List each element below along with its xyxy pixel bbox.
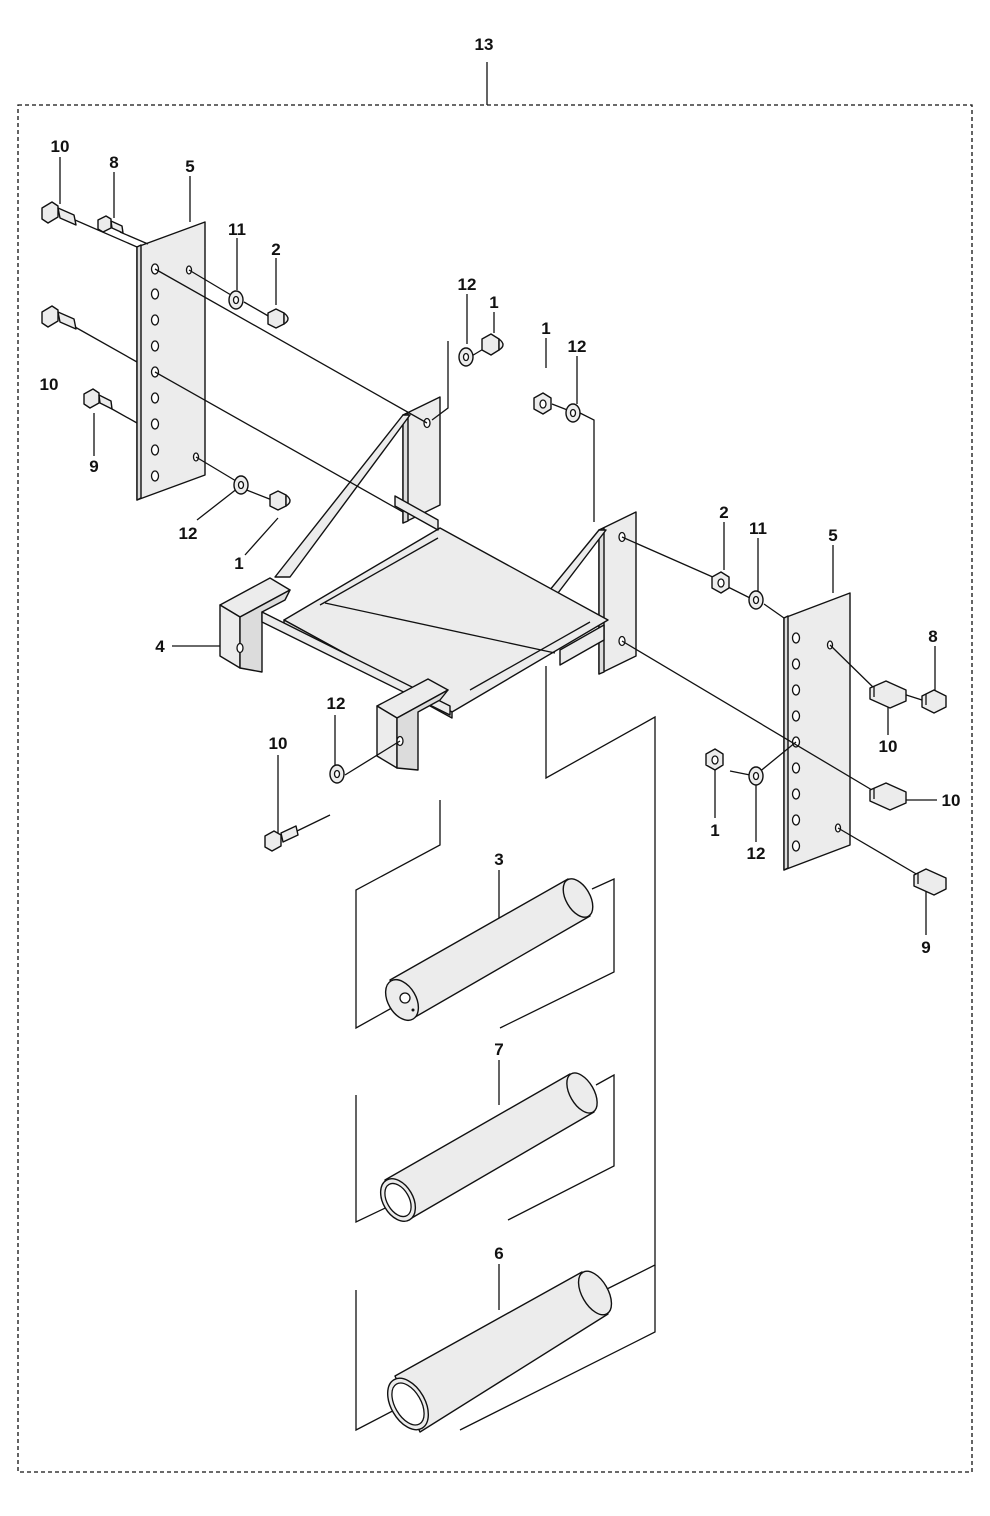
label-11-right: 11	[749, 519, 767, 538]
part-10-bolt-right-lower	[869, 782, 907, 811]
part-5-right-side-plate	[783, 592, 851, 871]
part-4-frame	[219, 396, 637, 771]
part-9-bolt-left	[83, 388, 113, 410]
part-11-washer-right	[748, 590, 764, 610]
callout-labels: 13 10 8 5 11 2 10 9 12 1 12 1 1 12 4 2 1…	[40, 35, 961, 1263]
label-13: 13	[475, 35, 494, 54]
part-2-nut-right	[711, 571, 730, 594]
label-1-left-lower: 1	[234, 554, 243, 573]
part-10-bolt-right-upper	[869, 680, 907, 709]
part-10-bolt-left-middle	[41, 305, 77, 330]
label-10-front: 10	[269, 734, 288, 753]
leader-lines	[74, 219, 923, 1432]
label-9-left: 9	[89, 457, 98, 476]
label-12-right-lower: 12	[747, 844, 766, 863]
part-12-washer-top-center	[458, 347, 474, 367]
part-1-nut-right-lower	[705, 748, 724, 771]
label-1-top-center: 1	[489, 293, 498, 312]
label-1-right-lower: 1	[710, 821, 719, 840]
part-1-nut-top-right	[533, 392, 552, 415]
label-10-right-lower: 10	[942, 791, 961, 810]
label-1-top-right: 1	[541, 319, 550, 338]
part-12-washer-front	[329, 764, 345, 784]
label-10-top-left: 10	[51, 137, 70, 156]
label-7: 7	[494, 1040, 503, 1059]
part-12-washer-left-lower	[233, 475, 249, 495]
label-5-left: 5	[185, 157, 194, 176]
part-8-bolt-top-left	[97, 215, 124, 234]
label-5-right: 5	[828, 526, 837, 545]
label-10-right-upper: 10	[879, 737, 898, 756]
label-2-right: 2	[719, 503, 728, 522]
part-1-nut-left-lower	[269, 490, 291, 511]
part-7-bushing	[379, 1072, 598, 1222]
label-8-right: 8	[928, 627, 937, 646]
part-6-bushing	[386, 1270, 613, 1433]
part-3-bushing	[384, 878, 594, 1021]
label-9-right: 9	[921, 938, 930, 957]
part-9-bolt-right	[913, 868, 947, 896]
part-11-washer-left	[228, 290, 244, 310]
label-10-left-middle: 10	[40, 375, 59, 394]
part-5-left-side-plate	[136, 221, 206, 501]
label-12-top-center: 12	[458, 275, 477, 294]
label-12-top-right: 12	[568, 337, 587, 356]
label-12-front: 12	[327, 694, 346, 713]
label-4: 4	[155, 637, 165, 656]
label-ticks	[59, 157, 937, 1310]
label-12-left-lower: 12	[179, 524, 198, 543]
label-8-left: 8	[109, 153, 118, 172]
label-2-left: 2	[271, 240, 280, 259]
label-11-left: 11	[228, 220, 246, 239]
part-10-bolt-front	[264, 825, 299, 852]
assembly-boundary	[17, 104, 973, 1473]
part-12-washer-right-lower	[748, 766, 764, 786]
part-12-washer-top-right	[565, 403, 581, 423]
label-6: 6	[494, 1244, 503, 1263]
label-3: 3	[494, 850, 503, 869]
part-1-nut-top-center	[481, 333, 504, 356]
part-2-nut-left	[267, 308, 289, 329]
part-10-bolt-top-left	[41, 201, 77, 226]
part-8-bolt-right	[921, 689, 947, 714]
